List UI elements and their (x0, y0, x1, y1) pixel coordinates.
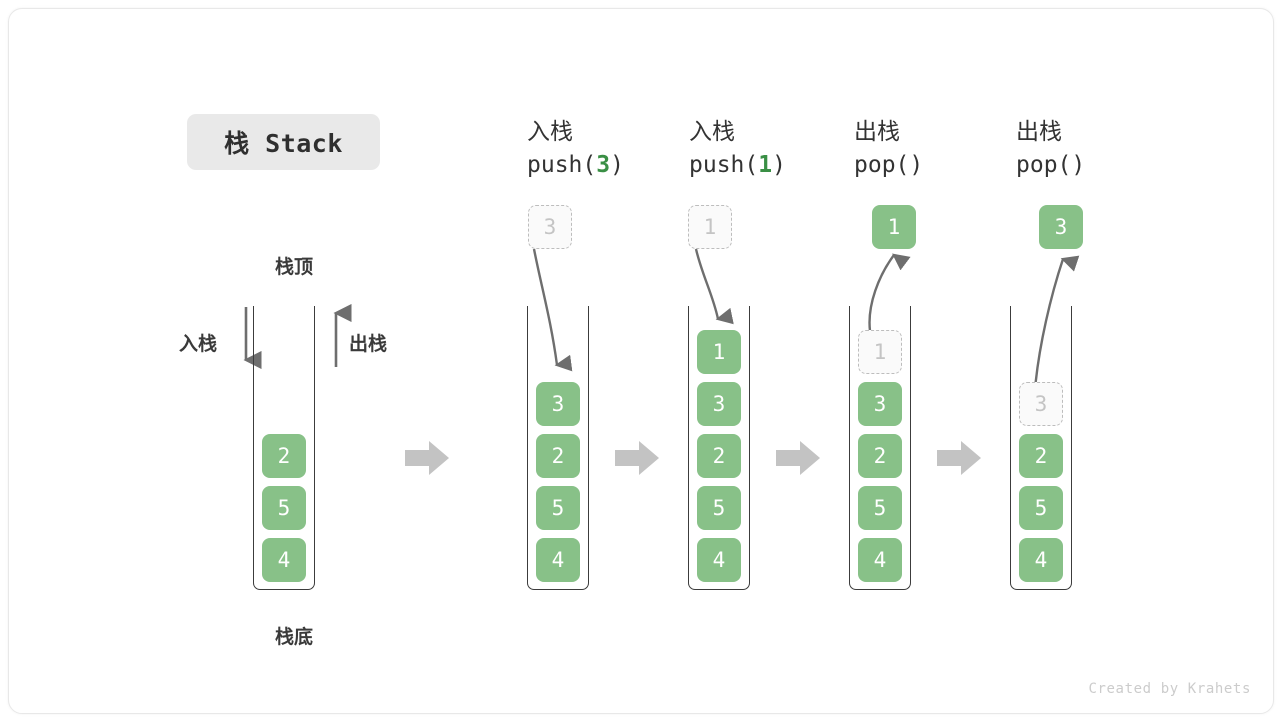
pop-flow-arrow-icon (1033, 255, 1080, 390)
push-direction-label: 入栈 (179, 333, 218, 355)
code-prefix: push( (527, 152, 597, 179)
stack-container-push-3 (527, 306, 589, 590)
column-header-code: pop() (1016, 150, 1216, 181)
stack-cell: 4 (1019, 538, 1063, 582)
code-prefix: pop( (1016, 152, 1072, 179)
stack-cell: 2 (697, 434, 741, 478)
floating-ghost-cell: 3 (528, 205, 572, 249)
step-arrow-icon (776, 441, 820, 475)
column-header-cn: 出栈 (854, 119, 900, 145)
column-header-code: pop() (854, 150, 1054, 181)
pop-direction-arrow-icon (333, 303, 352, 367)
stack-container-pop-1 (849, 306, 911, 590)
stack-cell: 3 (536, 382, 580, 426)
code-prefix: push( (689, 152, 759, 179)
stack-bottom-label: 栈底 (274, 626, 313, 648)
stack-cell: 3 (697, 382, 741, 426)
stack-cell: 5 (858, 486, 902, 530)
stack-cell: 4 (858, 538, 902, 582)
push-flow-arrow-icon (532, 248, 573, 372)
stack-cell: 5 (697, 486, 741, 530)
column-header-push-3: 入栈 push(3) (527, 117, 727, 181)
stack-cell: 5 (1019, 486, 1063, 530)
push-direction-arrow-icon (243, 307, 262, 370)
stack-cell: 5 (536, 486, 580, 530)
column-header-push-1: 入栈 push(1) (689, 117, 889, 181)
stack-container-pop-3 (1010, 306, 1072, 590)
step-arrow-icon (615, 441, 659, 475)
stack-cell-ghost: 3 (1019, 382, 1063, 426)
stack-cell: 2 (262, 434, 306, 478)
stack-cell: 4 (697, 538, 741, 582)
diagram-canvas: 栈 Stack 栈顶 栈底 入栈 出栈 2 5 4 入栈 push(3) 3 (8, 8, 1274, 714)
pop-direction-label: 出栈 (349, 333, 388, 355)
stack-cell-ghost: 1 (858, 330, 902, 374)
step-arrow-icon (937, 441, 981, 475)
stack-cell: 2 (858, 434, 902, 478)
column-header-code: push(3) (527, 150, 727, 181)
stack-cell: 2 (1019, 434, 1063, 478)
popped-value-cell: 1 (872, 205, 916, 249)
stack-cell: 4 (262, 538, 306, 582)
page-title: 栈 Stack (187, 114, 380, 170)
code-suffix: ) (1071, 152, 1086, 179)
pop-flow-arrow-icon (868, 253, 911, 332)
column-header-pop-3: 出栈 pop() (1016, 117, 1216, 181)
code-prefix: pop( (854, 152, 910, 179)
column-header-code: push(1) (689, 150, 889, 181)
stack-cell: 4 (536, 538, 580, 582)
stack-container-push-1 (688, 306, 750, 590)
code-suffix: ) (909, 152, 924, 179)
code-suffix: ) (610, 152, 624, 179)
code-arg: 1 (758, 152, 773, 179)
stack-cell: 1 (697, 330, 741, 374)
column-header-pop-1: 出栈 pop() (854, 117, 1054, 181)
column-header-cn: 出栈 (1016, 119, 1062, 145)
stack-container-initial (253, 306, 315, 590)
step-arrow-icon (405, 441, 449, 475)
push-flow-arrow-icon (694, 248, 734, 325)
code-suffix: ) (772, 152, 786, 179)
stack-top-label: 栈顶 (274, 256, 313, 278)
stack-cell: 2 (536, 434, 580, 478)
code-arg: 3 (596, 152, 611, 179)
column-header-cn: 入栈 (689, 119, 735, 145)
stack-cell: 3 (858, 382, 902, 426)
column-header-cn: 入栈 (527, 119, 573, 145)
watermark: Created by Krahets (1088, 681, 1251, 697)
popped-value-cell: 3 (1039, 205, 1083, 249)
floating-ghost-cell: 1 (688, 205, 732, 249)
stack-cell: 5 (262, 486, 306, 530)
